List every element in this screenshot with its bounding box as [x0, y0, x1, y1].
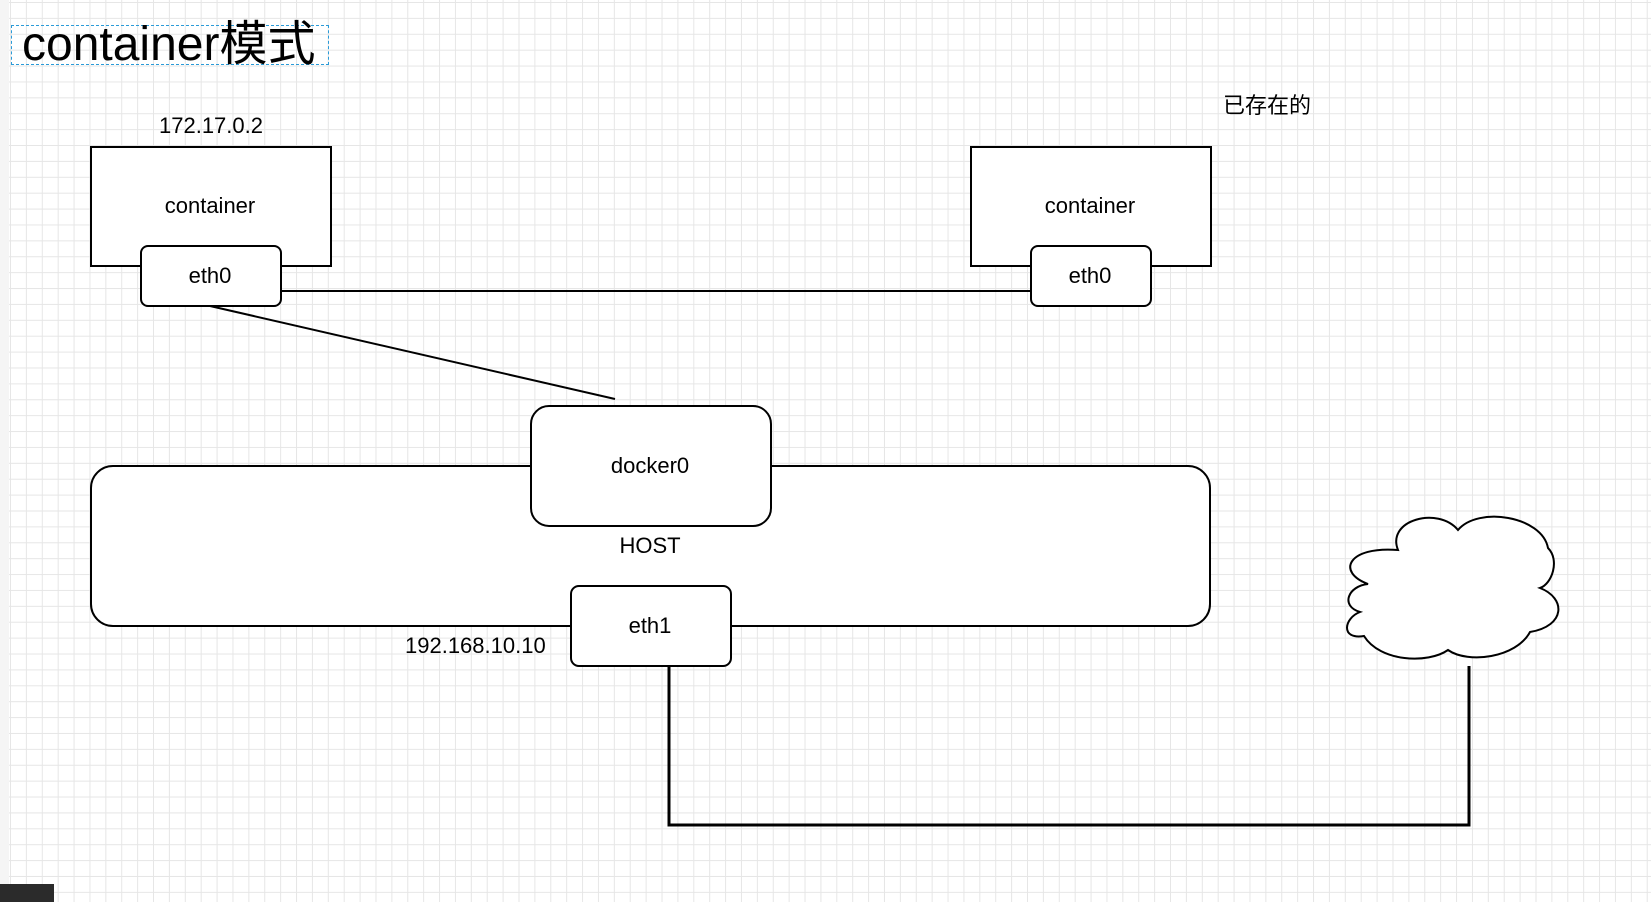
container-left-ip-label: 172.17.0.2	[159, 113, 263, 138]
eth0-left-shape[interactable]	[140, 245, 282, 307]
title-selection-frame[interactable]	[11, 25, 329, 65]
host-label: HOST	[619, 533, 680, 558]
diagram-canvas[interactable]	[9, 0, 1651, 902]
docker0-label: docker0	[611, 453, 689, 478]
container-left-label: container	[165, 193, 256, 218]
docker0-shape[interactable]	[530, 405, 772, 527]
internet-cloud-icon[interactable]	[1346, 515, 1560, 660]
eth1-ip-label: 192.168.10.10	[405, 633, 546, 658]
existing-note-label: 已存在的	[1223, 93, 1311, 118]
eth0-right-label: eth0	[1069, 263, 1112, 288]
eth0-right-shape[interactable]	[1030, 245, 1152, 307]
eth0-left-label: eth0	[189, 263, 232, 288]
eth0-to-docker0-link[interactable]	[209, 305, 616, 400]
eth1-shape[interactable]	[570, 585, 732, 667]
eth1-to-internet-link[interactable]	[667, 666, 1471, 827]
diagram-title[interactable]: container模式	[22, 18, 316, 71]
container-right-label: container	[1045, 193, 1136, 218]
eth1-label: eth1	[629, 613, 672, 638]
bottom-left-panel-handle[interactable]	[0, 884, 54, 902]
